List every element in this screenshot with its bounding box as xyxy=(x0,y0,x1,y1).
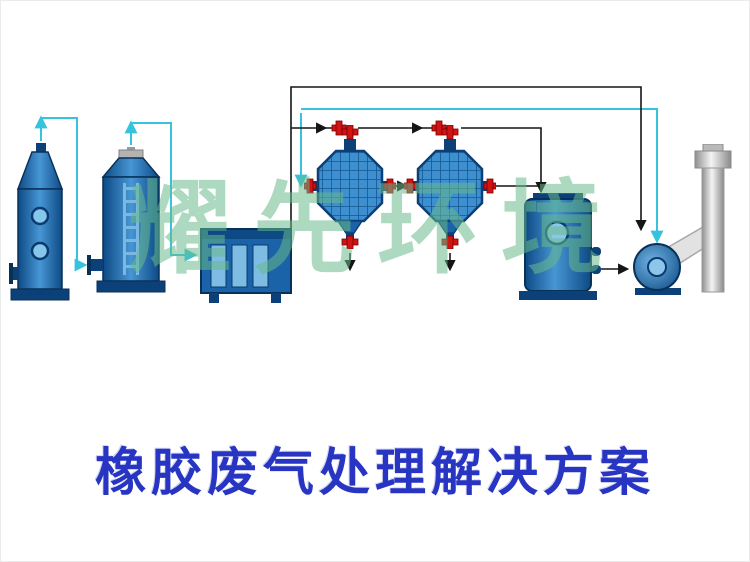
chimney-stack xyxy=(701,167,725,293)
collector-cap xyxy=(533,193,583,201)
collector-base xyxy=(519,291,597,300)
cyan-duct-lines xyxy=(34,108,664,272)
packed-tower xyxy=(87,147,175,303)
dust-collector xyxy=(519,191,601,303)
tower-base xyxy=(10,288,70,301)
tower-base xyxy=(96,280,166,293)
tower-cap xyxy=(118,149,144,159)
tower-top-stub xyxy=(36,143,46,153)
tower-shoulder xyxy=(101,157,161,178)
tower-cone xyxy=(16,151,64,190)
spray-tower xyxy=(9,141,79,303)
vent-knob xyxy=(127,147,135,151)
tower-body xyxy=(17,188,63,290)
pipe-flange xyxy=(87,255,91,275)
housing-top-strip xyxy=(202,230,290,239)
chimney-collar xyxy=(694,150,732,169)
outlet-nozzle xyxy=(591,247,601,256)
centrifugal-fan xyxy=(631,227,703,297)
fan-base xyxy=(635,288,681,295)
inlet-pipe xyxy=(89,259,103,271)
valve-icon xyxy=(341,124,359,140)
drum-body xyxy=(316,149,384,223)
drum-top-stub xyxy=(344,139,356,153)
valve-icon xyxy=(441,235,459,250)
uv-photolysis-unit xyxy=(199,227,295,305)
adsorption-drum-1 xyxy=(303,124,397,250)
drum-top-stub xyxy=(444,139,456,153)
filter-panels xyxy=(210,244,269,288)
sight-glass xyxy=(30,206,50,226)
unit-leg xyxy=(271,293,281,303)
valve-icon xyxy=(331,120,447,136)
drum-cone xyxy=(336,220,364,234)
valve-icon xyxy=(341,235,359,250)
drum-cone xyxy=(436,220,464,234)
valve-icon xyxy=(441,124,459,140)
exhaust-chimney xyxy=(691,143,735,296)
sight-glass xyxy=(30,241,50,261)
internal-ladder xyxy=(123,183,139,275)
outlet-nozzle xyxy=(591,265,601,274)
adsorption-drum-2 xyxy=(403,124,497,250)
sight-glass xyxy=(544,220,570,246)
rain-cap xyxy=(702,143,724,152)
pipe-flange xyxy=(9,263,13,284)
drum-body xyxy=(416,149,484,223)
page-title: 橡胶废气处理解决方案 xyxy=(94,443,655,503)
unit-leg xyxy=(209,293,219,303)
inlet-pipe xyxy=(9,267,19,280)
fan-hub xyxy=(647,257,667,277)
